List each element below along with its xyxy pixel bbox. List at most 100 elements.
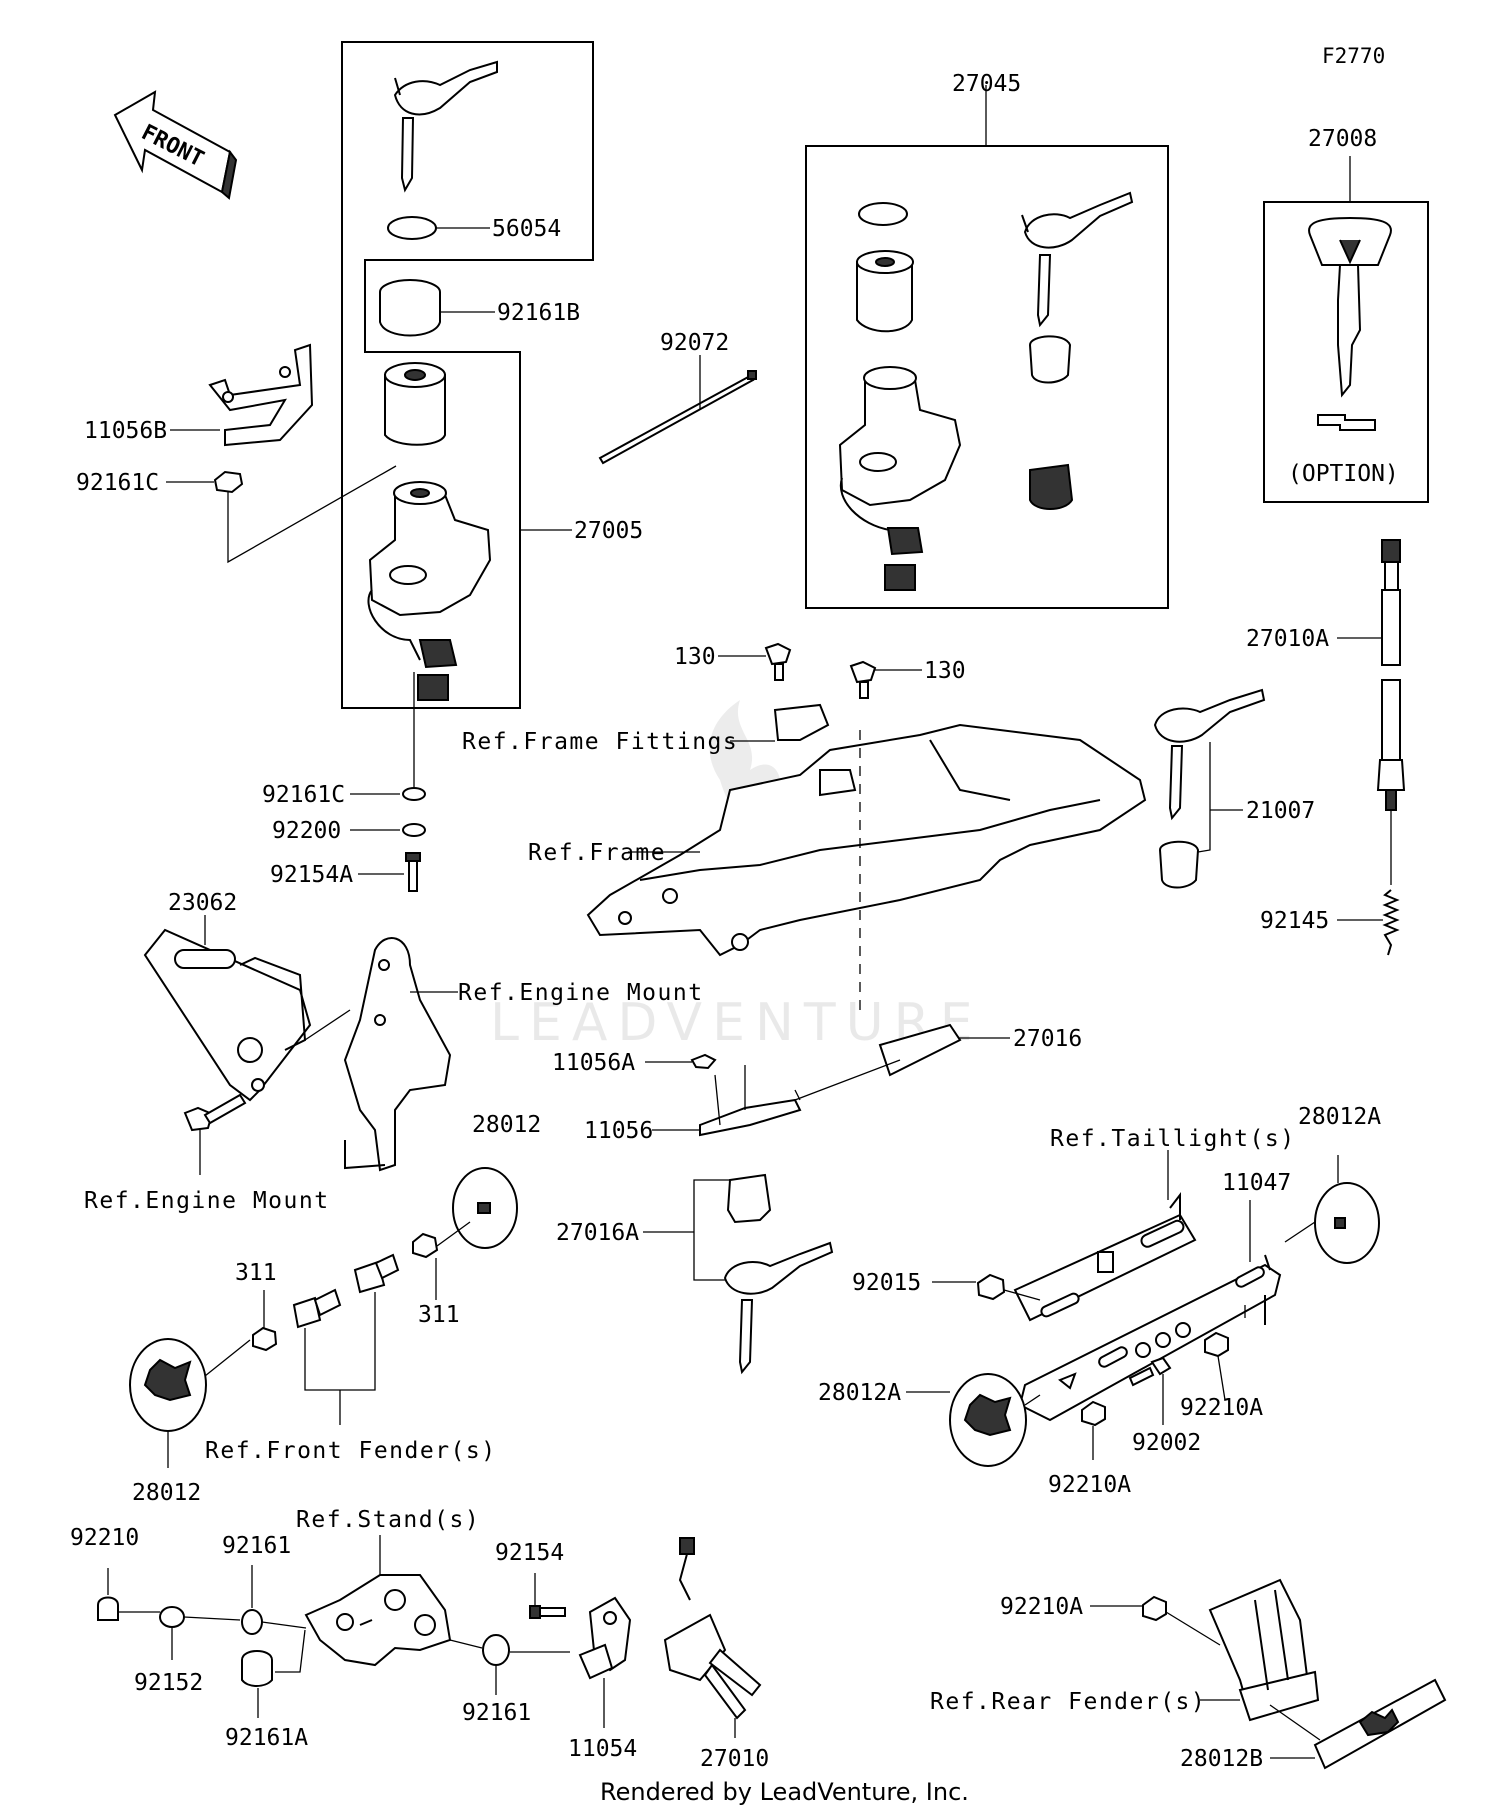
reflector-28012A-left-icon: [949, 1373, 1027, 1467]
part-11047: 11047: [1222, 1170, 1291, 1196]
switch-27010-icon: [663, 1537, 762, 1720]
part-92161B: 92161B: [497, 300, 580, 326]
nut-92161C-icon: [213, 470, 244, 494]
reflector-28012-top-icon: [452, 1167, 518, 1249]
part-92161C-bottom: 92161C: [262, 782, 345, 808]
part-11054: 11054: [568, 1736, 637, 1762]
cap-nut-92210-icon: [97, 1596, 119, 1621]
part-92210A-low: 92210A: [1000, 1594, 1083, 1620]
part-56054: 56054: [492, 216, 561, 242]
taillight-bracket-icon: [1013, 1192, 1197, 1322]
switch-27010A-icon: [1376, 539, 1406, 885]
washer-92152-icon: [159, 1606, 185, 1628]
ring-92161B-icon: [379, 279, 441, 337]
screw-92154A-icon: [405, 852, 421, 892]
stand-bracket-icon: [304, 1574, 452, 1667]
group-27045: [805, 85, 1169, 609]
reflector-28012A-top-icon: [1314, 1182, 1380, 1264]
nut-311-left-icon: [252, 1326, 278, 1352]
front-arrow-icon: FRONT: [113, 90, 238, 200]
part-92161A: 92161A: [225, 1725, 308, 1751]
part-311-right: 311: [418, 1302, 460, 1328]
ignition-switch-27005-icon: [367, 481, 492, 701]
reflector-28012B-icon: [1313, 1678, 1447, 1770]
part-23062: 23062: [168, 890, 237, 916]
engine-mount-icon: [343, 937, 452, 1172]
part-28012-top: 28012: [472, 1112, 541, 1138]
group-27005: [341, 41, 594, 709]
spring-92145-icon: [1382, 889, 1400, 956]
part-92072: 92072: [660, 330, 729, 356]
screw-92154-icon: [529, 1605, 566, 1619]
part-92161-top: 92161: [222, 1533, 291, 1559]
part-11056B: 11056B: [84, 418, 167, 444]
bolt-130-right-icon: [849, 660, 877, 699]
option-label: (OPTION): [1288, 461, 1399, 487]
lock-cylinder-cover-icon: [384, 362, 446, 446]
part-92210: 92210: [70, 1525, 139, 1551]
bushing-92161-top-icon: [241, 1609, 263, 1635]
part-27005: 27005: [574, 518, 643, 544]
ref-taillights: Ref.Taillight(s): [1050, 1126, 1296, 1152]
switch-11054-icon: [578, 1596, 632, 1680]
part-27010: 27010: [700, 1746, 769, 1772]
plate-23062-icon: [143, 928, 312, 1102]
washer-92161C-icon: [402, 787, 426, 801]
part-28012B: 28012B: [1180, 1746, 1263, 1772]
part-27045: 27045: [952, 71, 1021, 97]
part-92200: 92200: [272, 818, 341, 844]
license-bracket-11047-icon: [1018, 1254, 1282, 1422]
rear-fender-icon: [1208, 1578, 1320, 1722]
key-icon: [393, 60, 498, 193]
rubber-92161A-icon: [241, 1650, 273, 1687]
part-28012-bottom: 28012: [132, 1480, 201, 1506]
part-92154A: 92154A: [270, 862, 353, 888]
lock-27016A-icon: [723, 1173, 834, 1375]
nut-92210A-right-icon: [1204, 1331, 1229, 1358]
part-27008: 27008: [1308, 126, 1377, 152]
bracket-11056B-icon: [208, 343, 314, 447]
part-92210A-right: 92210A: [1180, 1395, 1263, 1421]
part-27010A: 27010A: [1246, 626, 1329, 652]
bracket-11056-icon: [699, 1098, 802, 1137]
screw-92002-icon: [1128, 1356, 1172, 1387]
part-92161C-top: 92161C: [76, 470, 159, 496]
footer-credit: Rendered by LeadVenture, Inc.: [600, 1778, 969, 1806]
frame-icon: [586, 723, 1147, 1010]
part-130-left: 130: [674, 644, 716, 670]
bolt-130-left-icon: [764, 642, 792, 681]
part-92152: 92152: [134, 1670, 203, 1696]
part-92161-bottom: 92161: [462, 1700, 531, 1726]
nut-92015-icon: [976, 1273, 1006, 1301]
ref-frame-fittings: Ref.Frame Fittings: [462, 729, 738, 755]
ref-engine-mount-right: Ref.Engine Mount: [458, 980, 704, 1006]
part-11056A: 11056A: [552, 1050, 635, 1076]
frame-fitting-icon: [773, 703, 830, 741]
bolt-engine-mount-icon: [183, 1093, 247, 1132]
part-92210A-mid: 92210A: [1048, 1472, 1131, 1498]
washer-92200-icon: [402, 823, 426, 837]
part-92154: 92154: [495, 1540, 564, 1566]
group-27008: (OPTION): [1263, 156, 1429, 503]
part-92002: 92002: [1132, 1430, 1201, 1456]
clip-11056A-icon: [690, 1053, 717, 1070]
part-311-left: 311: [235, 1260, 277, 1286]
bushing-92161-bottom-icon: [482, 1634, 510, 1666]
part-27016: 27016: [1013, 1026, 1082, 1052]
key-set-21007-icon: [1153, 688, 1266, 889]
part-28012A-left: 28012A: [818, 1380, 901, 1406]
ref-rear-fenders: Ref.Rear Fender(s): [930, 1689, 1206, 1715]
ref-frame: Ref.Frame: [528, 840, 666, 866]
part-92015: 92015: [852, 1270, 921, 1296]
reflector-28012-bottom-icon: [129, 1338, 207, 1432]
part-28012A-top: 28012A: [1298, 1104, 1381, 1130]
cable-tie-92072-icon: [598, 370, 757, 465]
ref-stands: Ref.Stand(s): [296, 1507, 480, 1533]
part-21007: 21007: [1246, 798, 1315, 824]
washer-56054-icon: [387, 216, 437, 240]
ref-front-fenders: Ref.Front Fender(s): [205, 1438, 497, 1464]
part-11056: 11056: [584, 1118, 653, 1144]
nut-92210A-mid-icon: [1081, 1400, 1106, 1427]
nut-92210A-low-icon: [1142, 1595, 1167, 1622]
